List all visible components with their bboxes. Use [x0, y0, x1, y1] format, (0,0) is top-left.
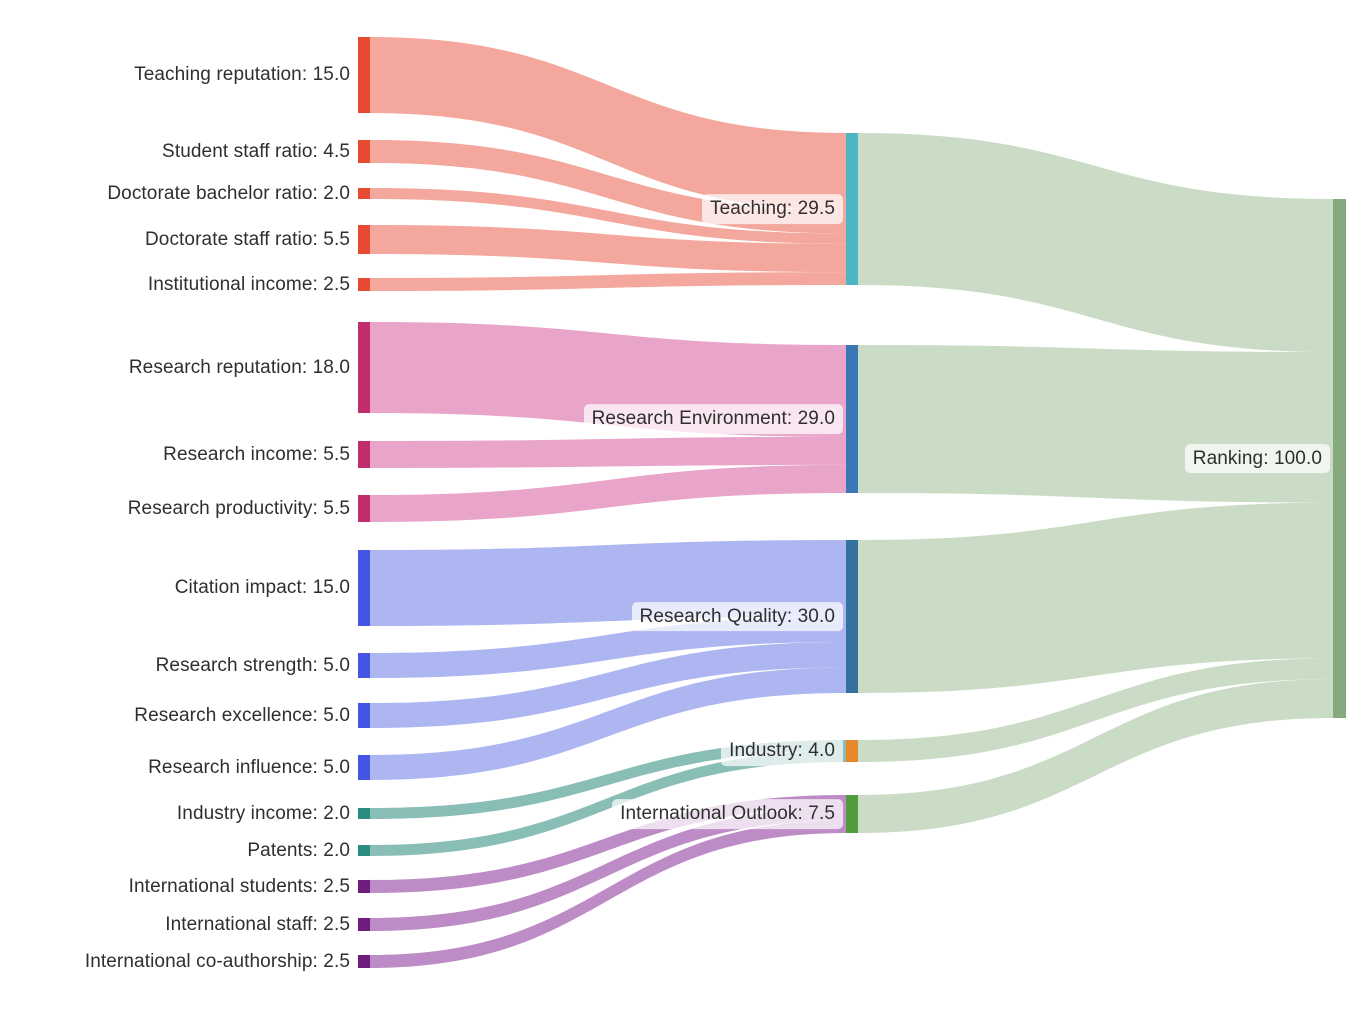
- sankey-node-research_excellence: [358, 703, 370, 728]
- sankey-link-international_outlook-ranking: [858, 679, 1333, 833]
- sankey-node-institutional_income: [358, 278, 370, 291]
- sankey-link-patents-industry: [370, 751, 846, 856]
- sankey-node-research_reputation: [358, 322, 370, 413]
- sankey-node-international_outlook: [846, 795, 858, 833]
- sankey-node-ranking: [1333, 199, 1346, 718]
- sankey-link-doctorate_staff_ratio-teaching: [370, 225, 846, 273]
- sankey-node-industry: [846, 740, 858, 762]
- sankey-link-research_income-research_environment: [370, 436, 846, 468]
- sankey-node-doctorate_bachelor_ratio: [358, 188, 370, 199]
- sankey-node-doctorate_staff_ratio: [358, 225, 370, 254]
- sankey-node-patents: [358, 845, 370, 856]
- sankey-link-international_staff-international_outlook: [370, 807, 846, 931]
- sankey-link-research_influence-research_quality: [370, 667, 846, 780]
- sankey-link-research_environment-ranking: [858, 345, 1333, 503]
- sankey-link-institutional_income-teaching: [370, 272, 846, 291]
- sankey-link-international_coauthorship-international_outlook: [370, 820, 846, 968]
- sankey-link-teaching-ranking: [858, 133, 1333, 353]
- sankey-node-citation_impact: [358, 550, 370, 626]
- sankey-link-international_students-international_outlook: [370, 795, 846, 893]
- sankey-node-international_coauthorship: [358, 955, 370, 968]
- sankey-node-research_influence: [358, 755, 370, 780]
- sankey-link-doctorate_bachelor_ratio-teaching: [370, 188, 846, 244]
- sankey-link-research_strength-research_quality: [370, 616, 846, 678]
- sankey-node-teaching_reputation: [358, 37, 370, 113]
- sankey-link-industry_income-industry: [370, 740, 846, 819]
- sankey-link-industry-ranking: [858, 658, 1333, 762]
- sankey-node-research_strength: [358, 653, 370, 678]
- sankey-node-teaching: [846, 133, 858, 285]
- sankey-link-teaching_reputation-teaching: [370, 37, 846, 211]
- sankey-link-research_productivity-research_environment: [370, 464, 846, 522]
- sankey-node-research_productivity: [358, 495, 370, 522]
- sankey-node-research_quality: [846, 540, 858, 693]
- sankey-link-research_reputation-research_environment: [370, 322, 846, 437]
- sankey-link-research_excellence-research_quality: [370, 642, 846, 728]
- sankey-node-student_staff_ratio: [358, 140, 370, 163]
- sankey-node-international_students: [358, 880, 370, 893]
- sankey-node-industry_income: [358, 808, 370, 819]
- sankey-node-research_income: [358, 441, 370, 468]
- sankey-node-research_environment: [846, 345, 858, 493]
- sankey-link-research_quality-ranking: [858, 502, 1333, 693]
- sankey-node-international_staff: [358, 918, 370, 931]
- sankey-link-citation_impact-research_quality: [370, 540, 846, 626]
